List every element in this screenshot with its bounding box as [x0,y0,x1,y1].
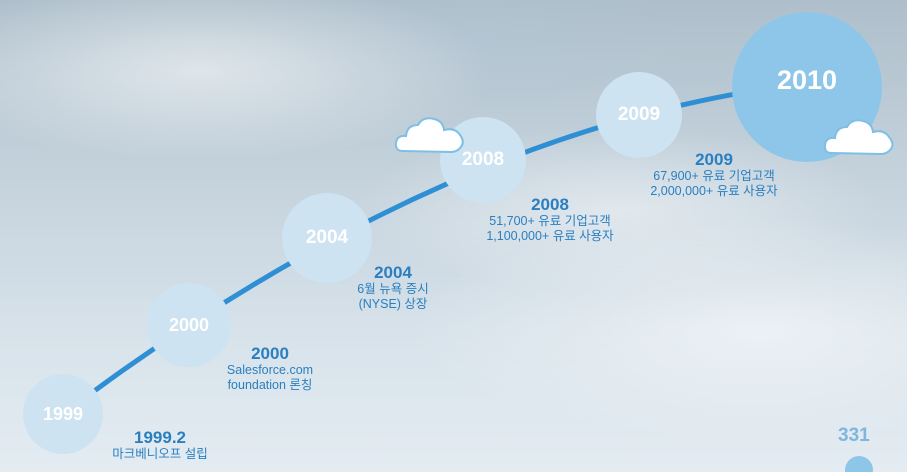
year-circle-label: 2009 [617,104,661,125]
milestone-label-2009: 2009 67,900+ 유료 기업고객 2,000,000+ 유료 사용자 [634,150,794,199]
milestone-text: 1,100,000+ 유료 사용자 [486,229,614,243]
milestone-year: 2009 [695,150,733,169]
year-circle-label: 1999 [42,403,84,424]
year-circle-label: 2008 [461,149,505,170]
milestone-label-1999: 1999.2 마크베니오프 설립 [100,428,220,462]
milestone-text: 마크베니오프 설립 [112,447,208,461]
milestone-text: (NYSE) 상장 [358,297,428,311]
milestone-year: 2004 [374,263,412,282]
milestone-text: foundation 론칭 [227,378,313,392]
cloud-icon [394,117,464,154]
year-circle-2009: 2009 [596,72,682,158]
milestone-year: 1999.2 [134,428,186,447]
milestone-text: 67,900+ 유료 기업고객 [653,169,775,183]
milestone-text: 2,000,000+ 유료 사용자 [650,184,778,198]
year-circle-label: 2010 [776,64,838,95]
year-circle-2004: 2004 [282,193,372,283]
milestone-text: 6월 뉴욕 증시 [357,282,429,296]
year-circle-label: 2000 [168,314,210,335]
milestone-label-2004: 2004 6월 뉴욕 증시 (NYSE) 상장 [338,263,448,312]
year-circle-2008: 2008 [440,117,526,203]
year-circle-label: 2004 [305,227,349,248]
milestone-year: 2000 [251,344,289,363]
page-number: 331 [838,425,870,446]
year-circle-2000: 2000 [147,283,231,367]
cloud-icon [823,119,894,156]
milestone-text: 51,700+ 유료 기업고객 [489,214,611,228]
page-marker-dot [845,456,873,472]
milestone-text: Salesforce.com [226,363,314,377]
milestone-label-2000: 2000 Salesforce.com foundation 론칭 [205,344,335,393]
milestone-year: 2008 [531,195,569,214]
milestone-label-2008: 2008 51,700+ 유료 기업고객 1,100,000+ 유료 사용자 [470,195,630,244]
year-circle-1999: 1999 [23,374,103,454]
